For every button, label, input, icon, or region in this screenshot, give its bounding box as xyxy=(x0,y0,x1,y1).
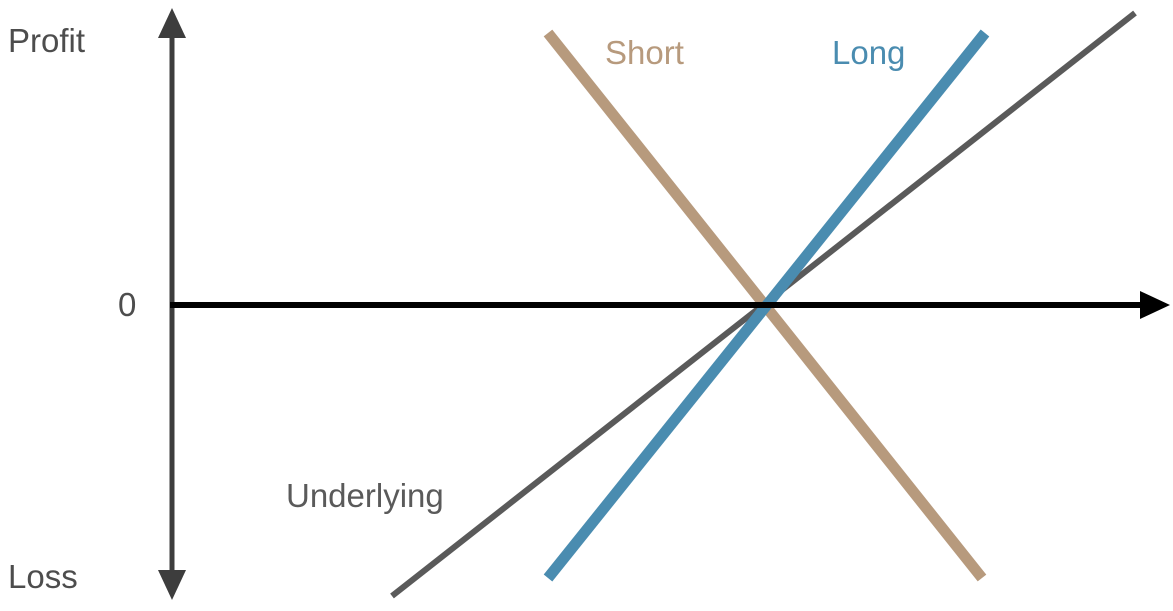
series-label-short: Short xyxy=(605,34,684,71)
axis-arrow-down-icon xyxy=(158,570,186,600)
axis-label-zero: 0 xyxy=(118,286,137,323)
axis-arrow-right-icon xyxy=(1140,291,1170,319)
axis-arrow-up-icon xyxy=(158,8,186,38)
axis-label-loss: Loss xyxy=(8,558,78,595)
series-label-long: Long xyxy=(832,34,906,71)
axis-label-profit: Profit xyxy=(8,22,86,59)
series-label-underlying: Underlying xyxy=(286,477,444,514)
